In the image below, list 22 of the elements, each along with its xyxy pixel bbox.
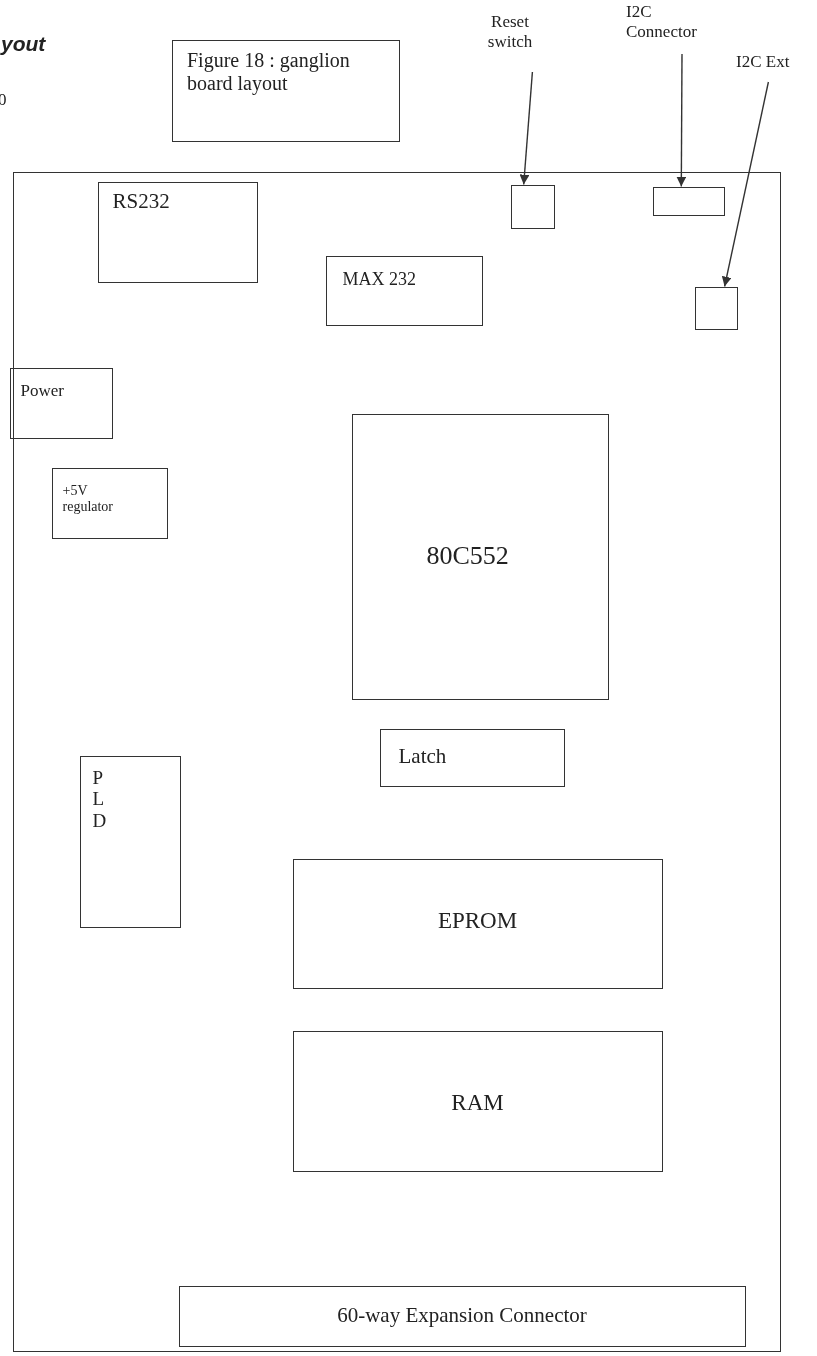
heading-fragment: yout [1,32,46,57]
component-block: MAX 232 [325,255,483,326]
callout-label: I2C Connector [626,2,726,50]
component-block: 80C552 [351,413,609,700]
switch-outline [510,184,555,229]
component-block: EPROM [292,858,663,989]
leader-line [676,53,687,188]
connector-outline [652,186,725,216]
component-block: RAM [292,1030,663,1172]
component-block: RS232 [97,181,258,283]
component-block: P L D [79,755,181,928]
leader-line [519,71,534,186]
component-block: +5V regulator [51,467,168,539]
component-block: Power [9,367,113,439]
callout-label: Reset switch [470,12,550,68]
caption-box: Figure 18 : ganglion board layout [172,40,400,142]
component-block: Latch [379,728,565,787]
connector-outline [694,286,738,330]
callout-label: I2C Ext [736,52,808,78]
circuit-board-outline [13,172,781,1352]
leader-line [721,81,770,288]
component-block: 60-way Expansion Connector [178,1285,746,1347]
